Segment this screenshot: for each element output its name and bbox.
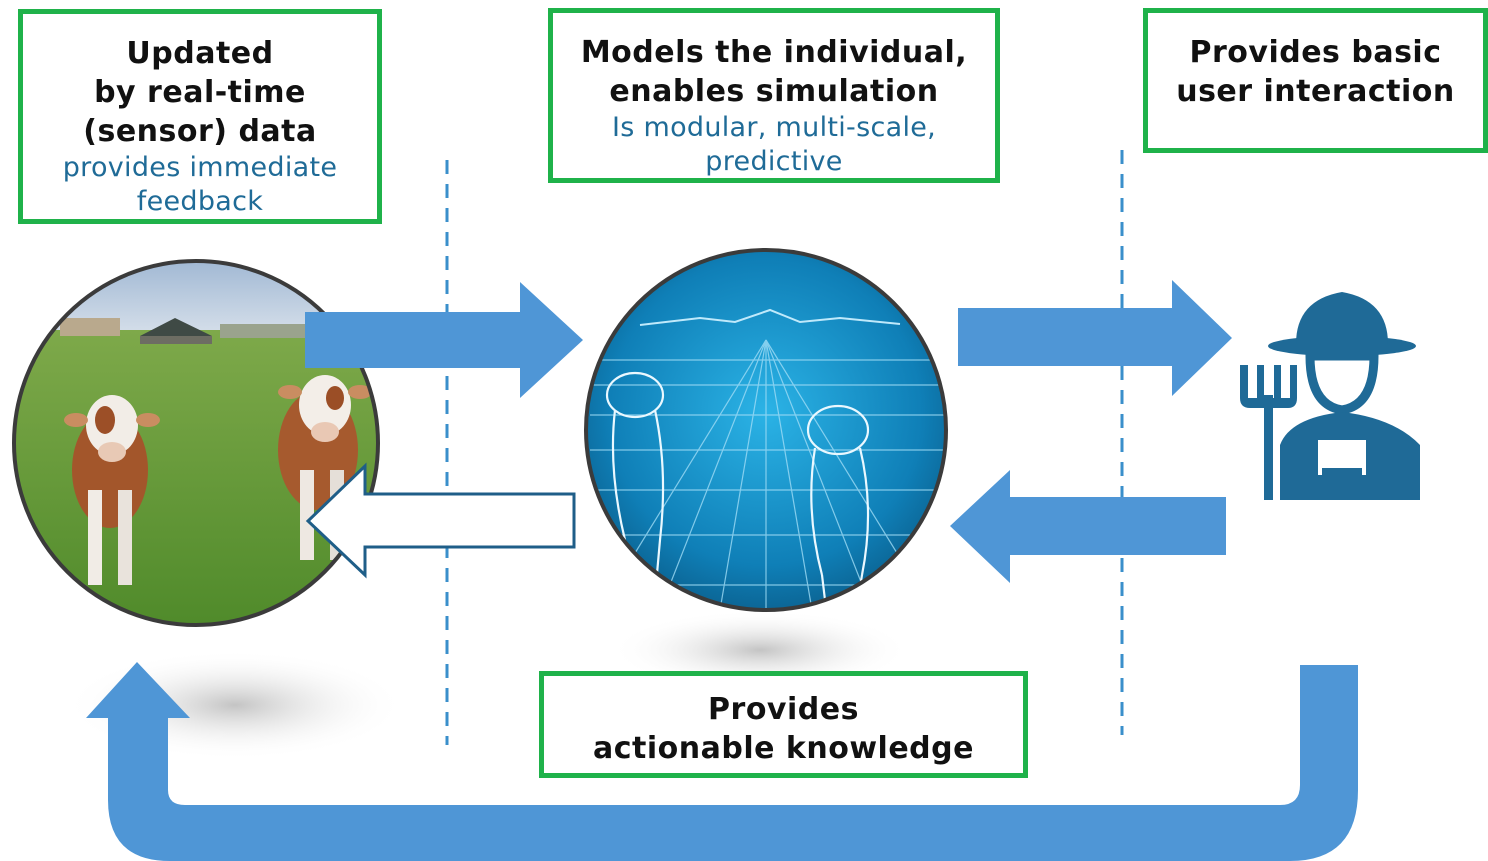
actionable-knowledge-line-2: actionable knowledge: [593, 731, 974, 766]
actionable-knowledge-box: Provides actionable knowledge: [539, 671, 1028, 778]
arrow-feedback-to-animal: [305, 462, 576, 579]
sensor-data-title-line-2: by real-time: [94, 75, 306, 110]
arrow-user-to-model: [950, 470, 1226, 583]
model-box: Models the individual, enables simulatio…: [548, 8, 1000, 183]
sensor-data-title-line-3: (sensor) data: [83, 114, 317, 149]
user-interaction-box: Provides basic user interaction: [1143, 8, 1488, 153]
sensor-data-subtitle-line-2: feedback: [136, 186, 264, 217]
user-interaction-title-line-1: Provides basic: [1189, 35, 1442, 70]
return-arrow-band: [86, 662, 1358, 861]
arrow-sensor-to-model: [305, 282, 583, 398]
dairy-cows-pasture-photo: [14, 261, 378, 625]
left-circle-border: [12, 259, 380, 627]
model-subtitle-line-2: predictive: [705, 146, 843, 177]
model-subtitle-line-1: Is modular, multi-scale,: [611, 112, 937, 143]
middle-circle-border: [584, 248, 948, 612]
middle-shadow: [610, 610, 910, 690]
model-title-line-2: enables simulation: [609, 74, 939, 109]
sensor-data-title-line-1: Updated: [126, 36, 274, 71]
sensor-data-box: Updated by real-time (sensor) data provi…: [18, 9, 382, 224]
digital-wireframe-cows-grid: [586, 250, 946, 610]
arrow-model-to-user: [958, 280, 1232, 396]
sensor-data-subtitle-line-1: provides immediate: [62, 152, 338, 183]
farmer-icon: [1240, 292, 1420, 500]
user-interaction-title-line-2: user interaction: [1176, 74, 1455, 109]
actionable-knowledge-line-1: Provides: [708, 692, 859, 727]
model-title-line-1: Models the individual,: [580, 35, 968, 70]
